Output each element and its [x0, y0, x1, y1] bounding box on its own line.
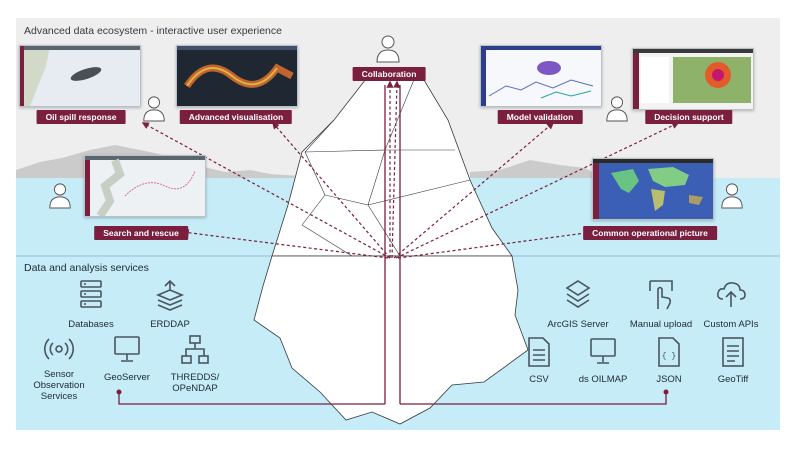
search-and-rescue-screenshot[interactable]	[84, 155, 206, 217]
stacked-diamonds-icon	[565, 280, 591, 308]
search-and-rescue-label[interactable]: Search and rescue	[94, 226, 188, 240]
decision-support-label[interactable]: Decision support	[645, 110, 733, 124]
database-icon	[80, 280, 102, 308]
arcgis-server-label: ArcGIS Server	[547, 319, 609, 330]
common-operational-picture-screenshot[interactable]	[592, 158, 714, 220]
custom-apis-label: Custom APIs	[703, 319, 759, 330]
cloud-upload-icon	[717, 282, 746, 307]
sensor-label-line-2: Observation	[33, 380, 85, 391]
decision-support-screenshot[interactable]	[632, 48, 754, 110]
ds-oilmap-label: ds OILMAP	[578, 374, 628, 385]
ecosystem-title: Advanced data ecosystem - interactive us…	[24, 25, 282, 37]
advanced-visualisation-screenshot[interactable]	[176, 45, 298, 107]
geotiff-label: GeoTiff	[717, 374, 749, 385]
user-icon	[721, 183, 743, 209]
json-file-icon: { }	[658, 337, 680, 367]
hand-upload-icon	[649, 280, 673, 310]
json-label: JSON	[656, 374, 682, 385]
user-icon	[606, 96, 628, 122]
collaboration-label[interactable]: Collaboration	[352, 67, 426, 81]
manual-upload-label: Manual upload	[629, 319, 693, 330]
user-icon	[49, 183, 71, 209]
connection-arrows	[141, 80, 680, 259]
oil-spill-screenshot[interactable]	[19, 45, 141, 107]
thredds-label-line-1: THREDDS/	[170, 372, 220, 383]
thredds-label-line-2: OPeNDAP	[172, 383, 218, 394]
common-operational-picture-label[interactable]: Common operational picture	[583, 226, 717, 240]
service-connectors	[118, 85, 667, 405]
document-icon	[528, 337, 550, 367]
thredds-opendap-label: THREDDS/ OPeNDAP	[171, 372, 220, 394]
iceberg-facets	[301, 69, 471, 257]
data-services-title: Data and analysis services	[24, 262, 149, 274]
user-icon	[376, 35, 400, 63]
image-file-icon	[722, 337, 744, 367]
erddap-label: ERDDAP	[150, 319, 190, 330]
mountain-range-right	[470, 160, 680, 178]
model-validation-screenshot[interactable]	[480, 45, 602, 107]
oil-spill-response-label[interactable]: Oil spill response	[36, 110, 126, 124]
sensor-label-line-3: Services	[40, 391, 78, 402]
geoserver-label: GeoServer	[104, 372, 150, 383]
monitor-icon	[114, 336, 140, 362]
layers-stack-icon	[155, 279, 185, 311]
sensor-label-line-1: Sensor	[43, 369, 75, 380]
monitor-icon	[590, 338, 616, 364]
advanced-visualisation-label[interactable]: Advanced visualisation	[179, 110, 293, 124]
hierarchy-icon	[181, 335, 209, 364]
broadcast-sensor-icon	[44, 338, 74, 360]
databases-label: Databases	[68, 319, 114, 330]
csv-label: CSV	[529, 374, 549, 385]
iceberg-submerged	[253, 255, 529, 425]
model-validation-label[interactable]: Model validation	[497, 110, 583, 124]
svg-text:{ }: { }	[662, 352, 676, 361]
sensor-observation-services-label: Sensor Observation Services	[33, 369, 84, 402]
user-icon	[143, 96, 165, 122]
